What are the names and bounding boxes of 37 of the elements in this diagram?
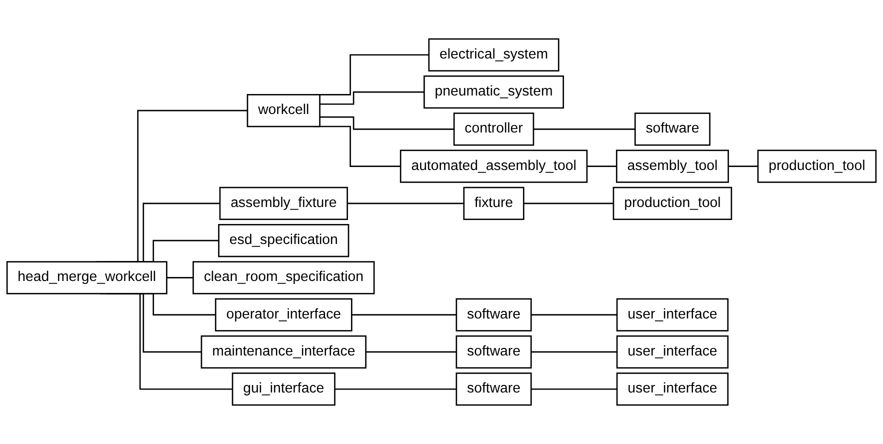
node-box: gui_interface [232, 372, 336, 406]
node-box: maintenance_interface [200, 335, 366, 369]
node-box: production_tool [757, 150, 877, 183]
node-box: assembly_tool [616, 150, 729, 183]
node-box: pneumatic_system [424, 75, 564, 109]
connector [524, 202, 614, 204]
connector [586, 166, 617, 167]
node-box: fixture [463, 186, 524, 220]
node-box: head_merge_workcell [6, 261, 168, 294]
connector [352, 314, 456, 316]
node-box: workcell [246, 94, 320, 128]
node-box: software [634, 112, 710, 146]
node-box: user_interface [616, 372, 729, 406]
connector [166, 277, 194, 278]
node-box: controller [453, 112, 534, 146]
node-box: operator_interface [214, 298, 352, 332]
connector [531, 388, 618, 390]
node-box: esd_specification [218, 224, 350, 258]
node-box: user_interface [616, 335, 729, 369]
node-box: software [456, 298, 532, 332]
connector [531, 351, 618, 353]
node-box: clean_room_specification [192, 261, 375, 294]
connector [320, 116, 454, 130]
node-box: assembly_fixture [219, 186, 348, 220]
connector [320, 91, 424, 105]
connector [334, 388, 456, 390]
connector [366, 351, 456, 353]
connector [531, 314, 618, 316]
connector [347, 202, 464, 204]
node-box: electrical_system [428, 38, 560, 72]
connector [728, 166, 758, 167]
node-box: user_interface [616, 298, 729, 332]
node-box: automated_assembly_tool [400, 150, 588, 183]
connector [533, 128, 636, 130]
node-box: software [456, 372, 532, 406]
node-box: software [456, 335, 532, 369]
node-box: production_tool [612, 186, 732, 220]
